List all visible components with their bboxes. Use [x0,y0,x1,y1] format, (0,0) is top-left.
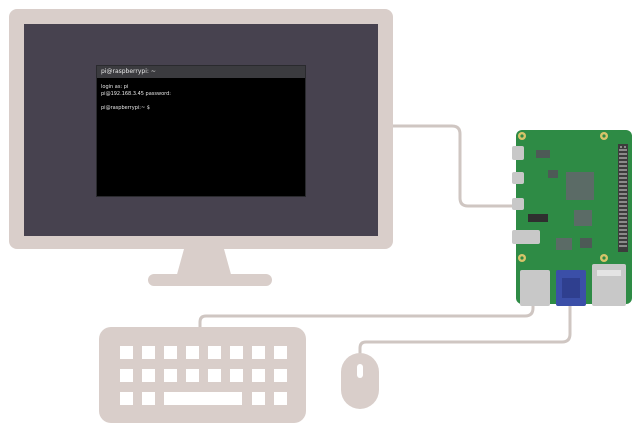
keyboard-key [186,346,199,359]
keyboard-key [142,392,155,405]
keyboard-key [230,346,243,359]
ram-chip [574,210,592,226]
chip [528,214,548,222]
hdmi-cable [390,124,518,208]
raspberry-pi-board-icon [512,130,632,306]
usb-c-port [512,146,524,160]
terminal-title: pi@raspberrypi: ~ [97,66,305,78]
keyboard-key [142,369,155,382]
keyboard-key [252,392,265,405]
keyboard-key [230,369,243,382]
monitor-neck [176,249,232,278]
keyboard-key [120,346,133,359]
keyboard-keys [120,346,287,405]
terminal-line-login: login as: pi [101,84,129,90]
micro-hdmi-port [512,172,524,184]
keyboard-key [120,392,133,405]
keyboard-key [252,369,265,382]
mouse-wheel [357,364,363,378]
keyboard-icon [99,327,306,423]
keyboard-key [164,369,177,382]
usb-port [520,270,550,306]
keyboard-key [274,369,287,382]
keyboard-key [186,369,199,382]
chip [580,238,592,248]
audio-jack [512,230,540,244]
soc-chip [566,172,594,200]
cables [198,124,572,359]
keyboard-key [252,346,265,359]
keyboard-key [274,346,287,359]
keyboard-key [164,346,177,359]
chip [548,170,558,178]
mouse-body [341,353,379,409]
keyboard-key [120,369,133,382]
keyboard-cable [198,298,535,332]
keyboard-key [164,392,242,405]
terminal-window[interactable]: pi@raspberrypi: ~ login as: pi pi@192.16… [97,66,305,196]
terminal-line-prompt: pi@raspberrypi:~ $ [101,105,150,111]
terminal-line-blank [101,98,301,105]
terminal-line-password: pi@192.168.3.45 password: [101,91,171,97]
micro-hdmi-port [512,198,524,210]
mouse-cable [358,298,572,359]
keyboard-key [142,346,155,359]
keyboard-key [208,346,221,359]
chip [536,150,550,158]
terminal-body[interactable]: login as: pi pi@192.168.3.45 password: p… [97,78,305,112]
chip [556,238,572,250]
mouse-icon [341,353,379,409]
keyboard-key [208,369,221,382]
monitor-base [148,274,272,286]
keyboard-key [274,392,287,405]
